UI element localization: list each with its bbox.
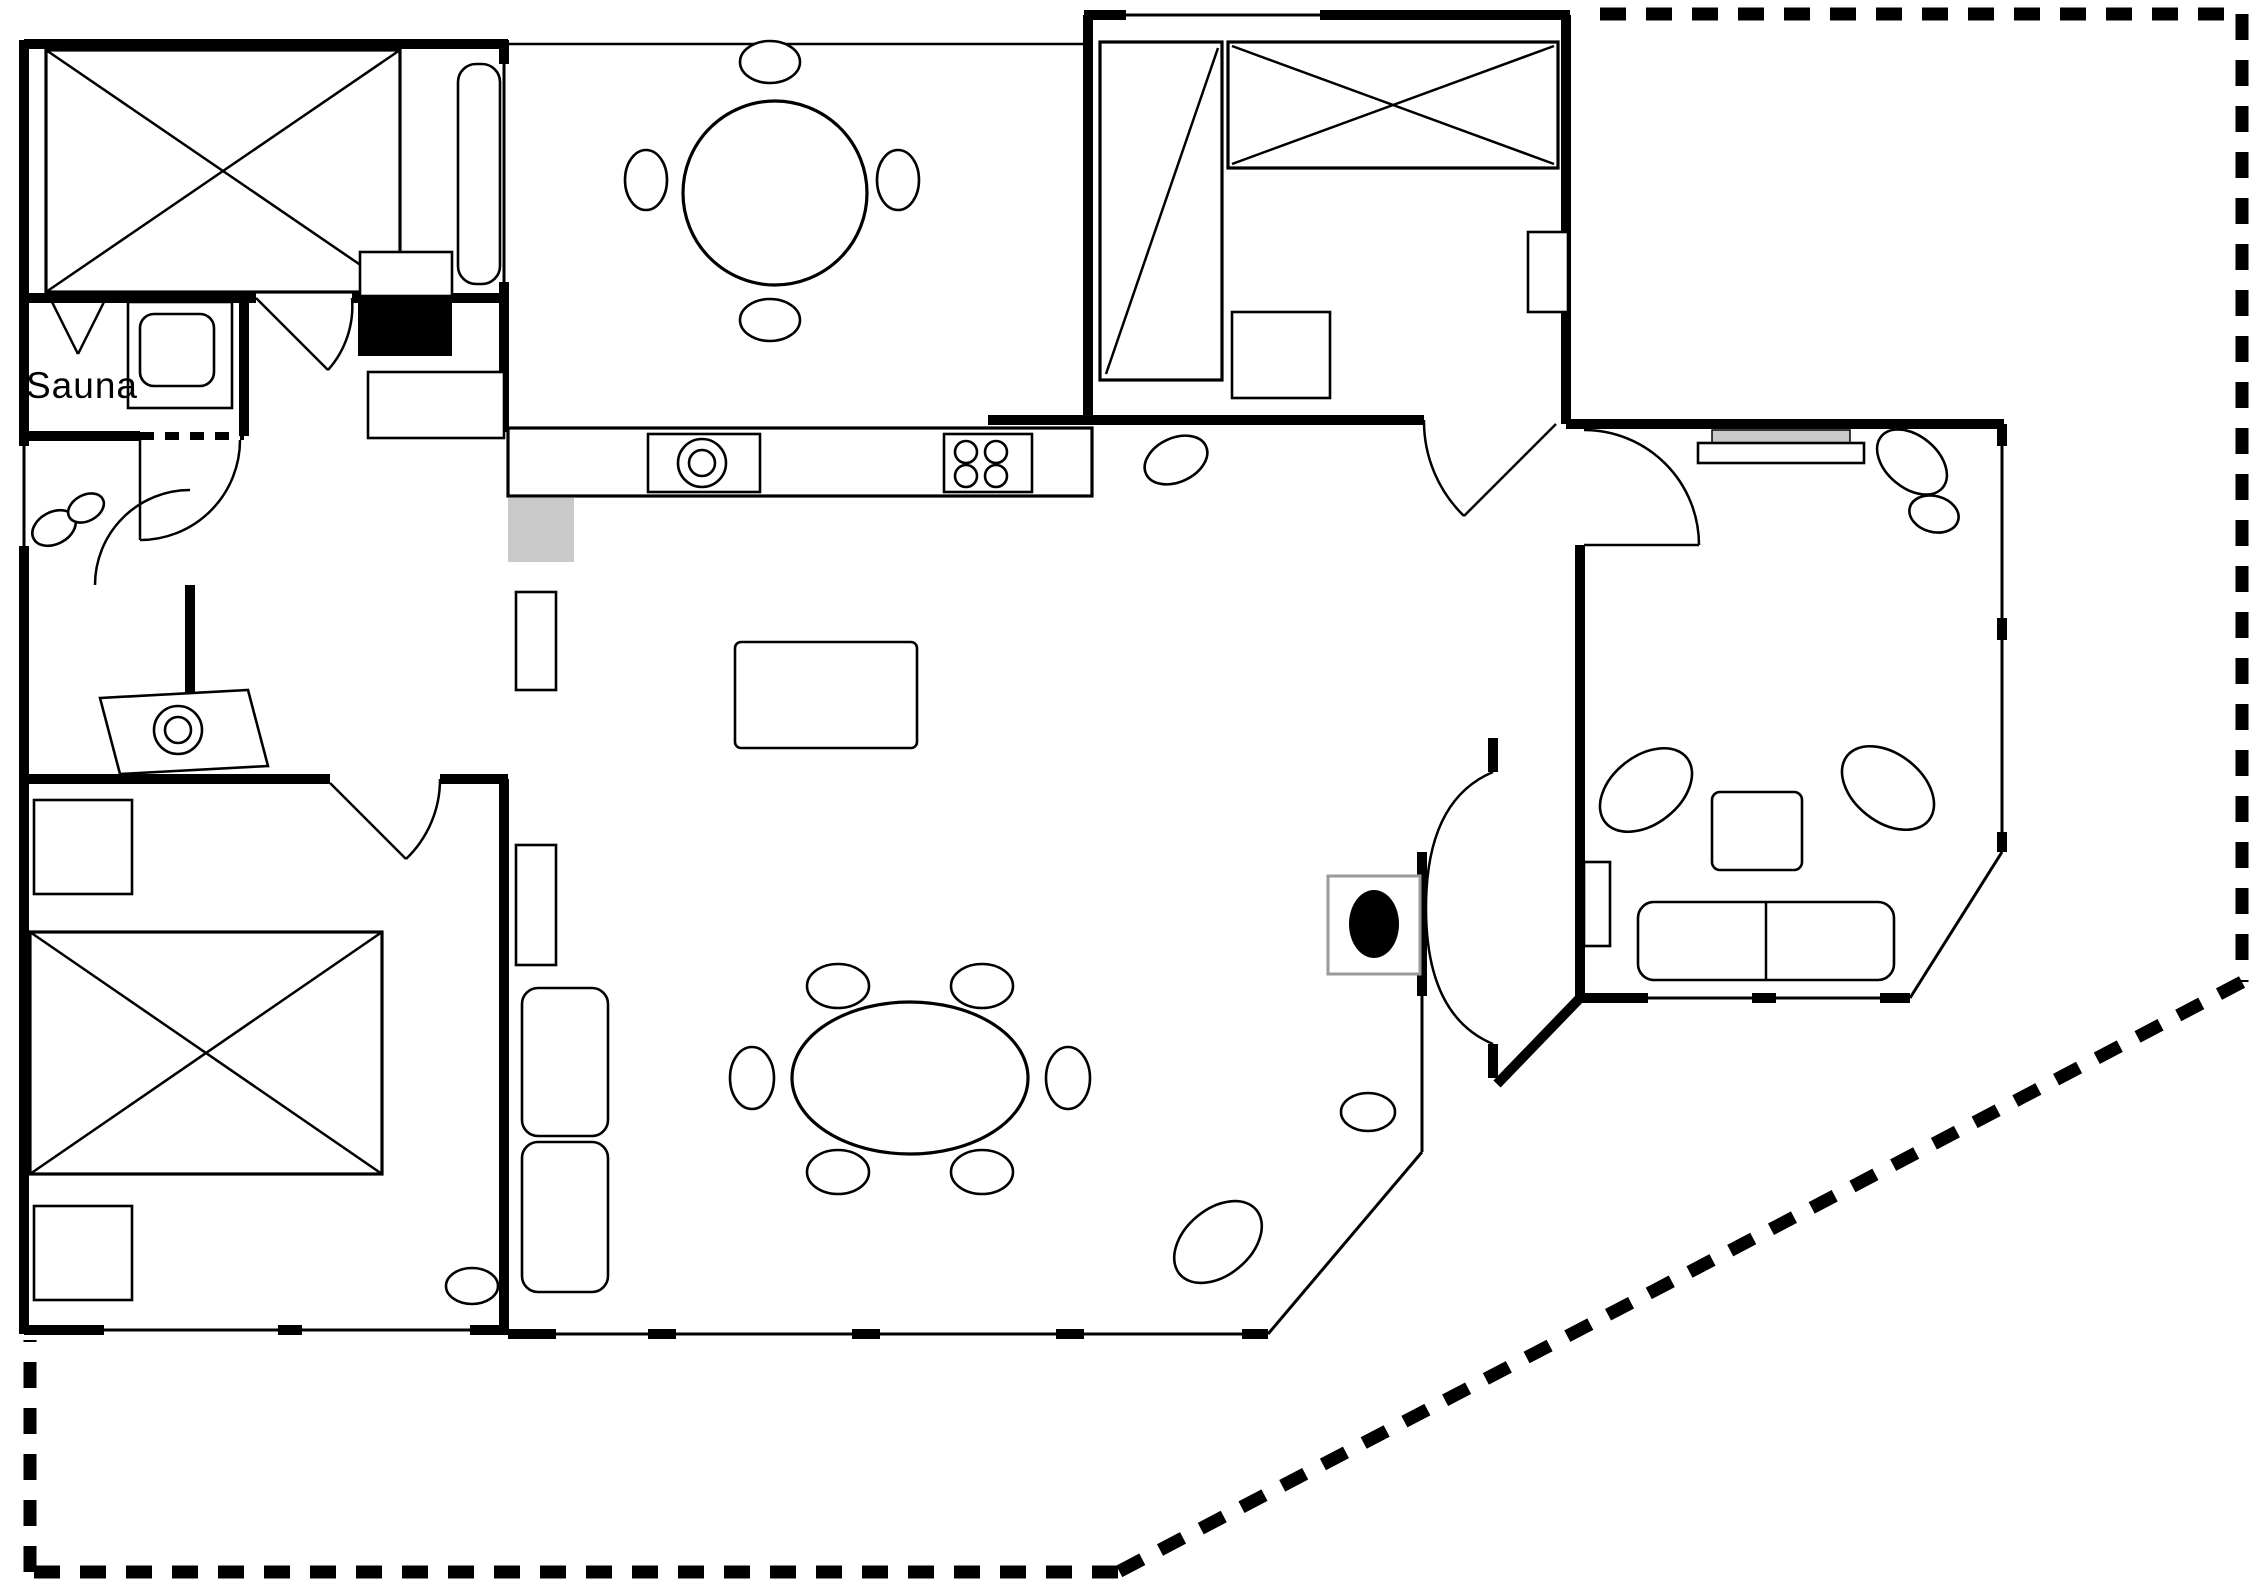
round-table-icon bbox=[681, 99, 869, 287]
chair-icon bbox=[1875, 428, 1949, 496]
door-bedroom3 bbox=[329, 778, 442, 860]
fireplace-fire-icon bbox=[1349, 890, 1399, 958]
double-door-vestibule bbox=[1424, 770, 1494, 1046]
sink-bowl-inner bbox=[687, 448, 717, 478]
bedroom-bottom-left bbox=[28, 798, 500, 1306]
door-leaf bbox=[1463, 423, 1557, 517]
door-swing-arc bbox=[1422, 419, 1465, 517]
dresser-icon bbox=[358, 250, 454, 298]
sauna-heater-inner bbox=[138, 312, 216, 388]
dining-oval-table-group bbox=[728, 962, 1092, 1196]
chair-icon bbox=[738, 297, 802, 343]
bathroom bbox=[31, 492, 270, 776]
armchair-icon bbox=[1598, 746, 1694, 834]
chair-icon bbox=[1908, 494, 1960, 534]
lounge-chair-icon bbox=[520, 986, 610, 1138]
kitchen bbox=[358, 302, 1209, 562]
coffee-table-icon bbox=[733, 640, 919, 750]
stool-icon bbox=[1339, 1091, 1397, 1133]
doors bbox=[50, 297, 1701, 1046]
nightstand-icon bbox=[32, 1204, 134, 1302]
door-swing-line bbox=[76, 301, 106, 355]
fireplace bbox=[1326, 874, 1422, 976]
dining-round-table-group bbox=[623, 39, 921, 343]
chair-icon bbox=[623, 148, 669, 212]
stool-icon bbox=[444, 1266, 500, 1306]
burner-icon bbox=[983, 463, 1009, 489]
chair-icon bbox=[1044, 1045, 1092, 1111]
bed-cross-line bbox=[1231, 44, 1555, 166]
armchair-icon bbox=[1840, 744, 1936, 832]
door-sauna bbox=[50, 301, 106, 355]
burner-icon bbox=[953, 439, 979, 465]
deck-boundary bbox=[23, 7, 2249, 1579]
deck-dashed-diagonal bbox=[1114, 976, 2246, 1578]
side-table-icon bbox=[1230, 310, 1332, 400]
door-bathroom-b bbox=[93, 488, 191, 586]
bed-diagonal-line bbox=[1104, 47, 1220, 375]
radiator-icon bbox=[456, 62, 502, 286]
sitting-room bbox=[1582, 428, 1960, 982]
door-leaf bbox=[329, 782, 407, 860]
sideboard-icon bbox=[1696, 441, 1866, 465]
door-swing-arc bbox=[405, 778, 442, 860]
lounge-chair-icon bbox=[520, 1140, 610, 1294]
chair-icon bbox=[949, 962, 1015, 1010]
cabinet-icon bbox=[366, 370, 506, 440]
dishwasher-icon bbox=[508, 498, 574, 562]
shelf-icon bbox=[514, 843, 558, 967]
sauna-label: Sauna bbox=[26, 365, 138, 406]
chair-icon bbox=[728, 1045, 776, 1111]
door-bathroom-a bbox=[138, 439, 242, 542]
bed-cross-line bbox=[29, 930, 383, 1176]
sideboard-top-icon bbox=[1711, 429, 1851, 444]
door-swing-arc bbox=[1424, 907, 1494, 1046]
decor-bowl-icon bbox=[1143, 434, 1209, 486]
chair-icon bbox=[805, 962, 871, 1010]
bedroom-top-left bbox=[44, 48, 502, 298]
bed-cross-line bbox=[45, 48, 401, 294]
burner-icon bbox=[953, 463, 979, 489]
door-leaf bbox=[255, 297, 329, 371]
oval-table-icon bbox=[790, 1000, 1030, 1156]
door-bedroom2 bbox=[1422, 419, 1557, 517]
door-swing-line bbox=[50, 301, 80, 355]
door-swing-arc bbox=[327, 297, 354, 371]
dark-appliance-block bbox=[358, 302, 452, 356]
radiator-icon bbox=[514, 590, 558, 692]
door-swing-arc bbox=[93, 488, 191, 586]
sauna-room: Sauna bbox=[26, 300, 234, 410]
windows bbox=[16, 6, 2007, 1339]
washbasin-bowl-inner bbox=[163, 715, 193, 745]
door-swing-arc bbox=[1583, 428, 1701, 546]
plant-icon bbox=[1172, 1199, 1264, 1285]
living-area bbox=[514, 590, 1422, 1294]
door-swing-arc bbox=[1424, 770, 1494, 909]
chair-icon bbox=[949, 1148, 1015, 1196]
chair-icon bbox=[738, 39, 802, 85]
shelf-icon bbox=[1526, 230, 1570, 314]
door-bedroom1 bbox=[255, 297, 354, 371]
shelf-icon bbox=[1582, 860, 1612, 948]
window-sittingroom-diagonal bbox=[1908, 851, 2004, 999]
burner-icon bbox=[983, 439, 1009, 465]
window-living-diagonal bbox=[1266, 1151, 1424, 1335]
toilet-tank-icon bbox=[66, 492, 106, 524]
nightstand-icon bbox=[32, 798, 134, 896]
chair-icon bbox=[805, 1148, 871, 1196]
chair-icon bbox=[875, 148, 921, 212]
bedroom-top-right bbox=[1098, 40, 1570, 400]
door-swing-arc bbox=[139, 439, 242, 542]
door-sittingroom bbox=[1583, 428, 1701, 547]
side-table-icon bbox=[1710, 790, 1804, 872]
wall-corridor-diagonal bbox=[1493, 994, 1584, 1088]
